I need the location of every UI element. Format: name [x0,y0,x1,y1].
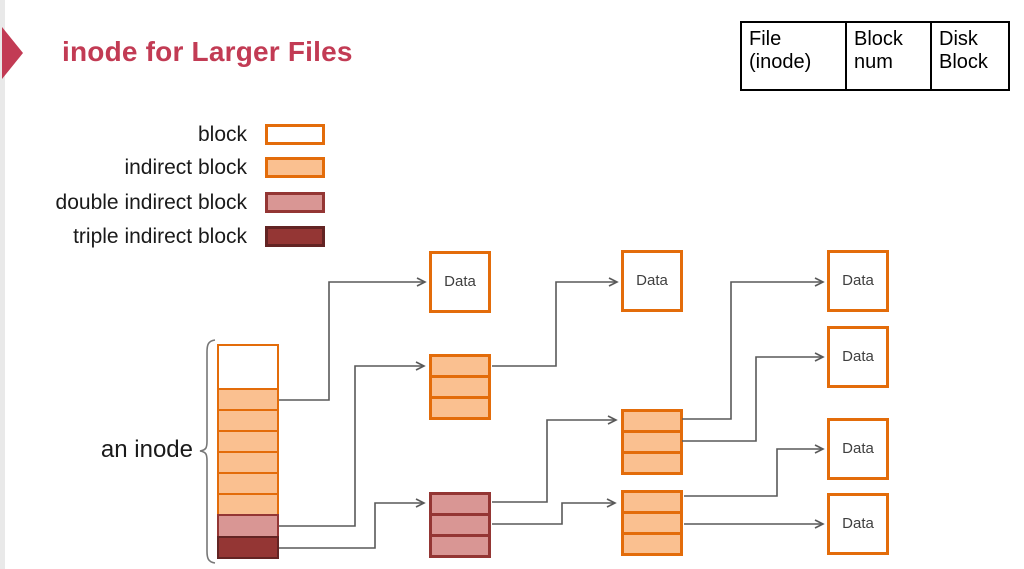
inode-label: an inode [100,436,193,463]
arrow-indirect1-to-data2 [492,277,619,367]
inode-entry-5 [217,472,279,495]
data-block-3: Data [827,250,889,312]
data-block-2: Data [621,250,683,312]
inode-entry-block [217,344,279,390]
legend-item-double-indirect-block: double indirect block [0,192,325,213]
inode-brace [199,339,216,564]
block-row [621,451,683,475]
title-chevron-icon [2,27,23,79]
left-edge-strip [0,0,5,569]
legend-swatch-block [265,124,325,145]
inode-entry-4 [217,451,279,474]
inode-entry-3 [217,430,279,453]
inode-entry-6 [217,493,279,516]
block-row [621,511,683,535]
arrow-indirect2-to-data4 [682,352,825,442]
legend-item-indirect-block: indirect block [0,157,325,178]
inode-stack [217,344,279,559]
data-block-6: Data [827,493,889,555]
legend-swatch-double-indirect-block [265,192,325,213]
block-row [429,375,491,399]
legend-label: block [197,123,247,146]
block-row [621,532,683,556]
arrow-double-block-to-indirect3 [492,498,617,525]
legend-swatch-indirect-block [265,157,325,178]
mapping-table: File (inode) Block num Disk Block [740,21,1010,91]
indirect-block-3 [621,490,683,556]
data-block-1: Data [429,251,491,313]
block-row [429,534,491,558]
data-block-5: Data [827,418,889,480]
slide-title: inode for Larger Files [62,36,353,67]
inode-entry-triple-indirect [217,536,279,559]
legend-label: triple indirect block [73,225,247,248]
legend-item-block: block [0,124,325,145]
double-indirect-block [429,492,491,558]
legend-label: double indirect block [55,191,247,214]
legend-label: indirect block [124,156,247,179]
block-row [429,396,491,420]
inode-entry-2 [217,409,279,432]
arrow-double-entry-to-indirect1 [279,361,426,527]
arrow-double-block-to-indirect2 [492,415,618,503]
indirect-block-1 [429,354,491,420]
arrow-indirect3-to-data5 [684,444,825,497]
indirect-block-2 [621,409,683,475]
data-block-4: Data [827,326,889,388]
legend-swatch-triple-indirect-block [265,226,325,247]
mapping-table-row: File (inode) Block num Disk Block [740,21,1010,91]
mapping-table-cell-file-inode: File (inode) [740,21,847,91]
inode-entry-1 [217,388,279,411]
mapping-table-cell-disk-block: Disk Block [930,21,1010,91]
inode-entry-double-indirect [217,514,279,538]
legend-item-triple-indirect-block: triple indirect block [0,226,325,247]
arrow-direct-to-data1 [279,277,427,401]
arrow-indirect2-to-data3 [682,277,825,420]
block-row [621,490,683,514]
arrow-triple-entry-to-double-block [279,498,426,549]
mapping-table-cell-block-num: Block num [845,21,932,91]
